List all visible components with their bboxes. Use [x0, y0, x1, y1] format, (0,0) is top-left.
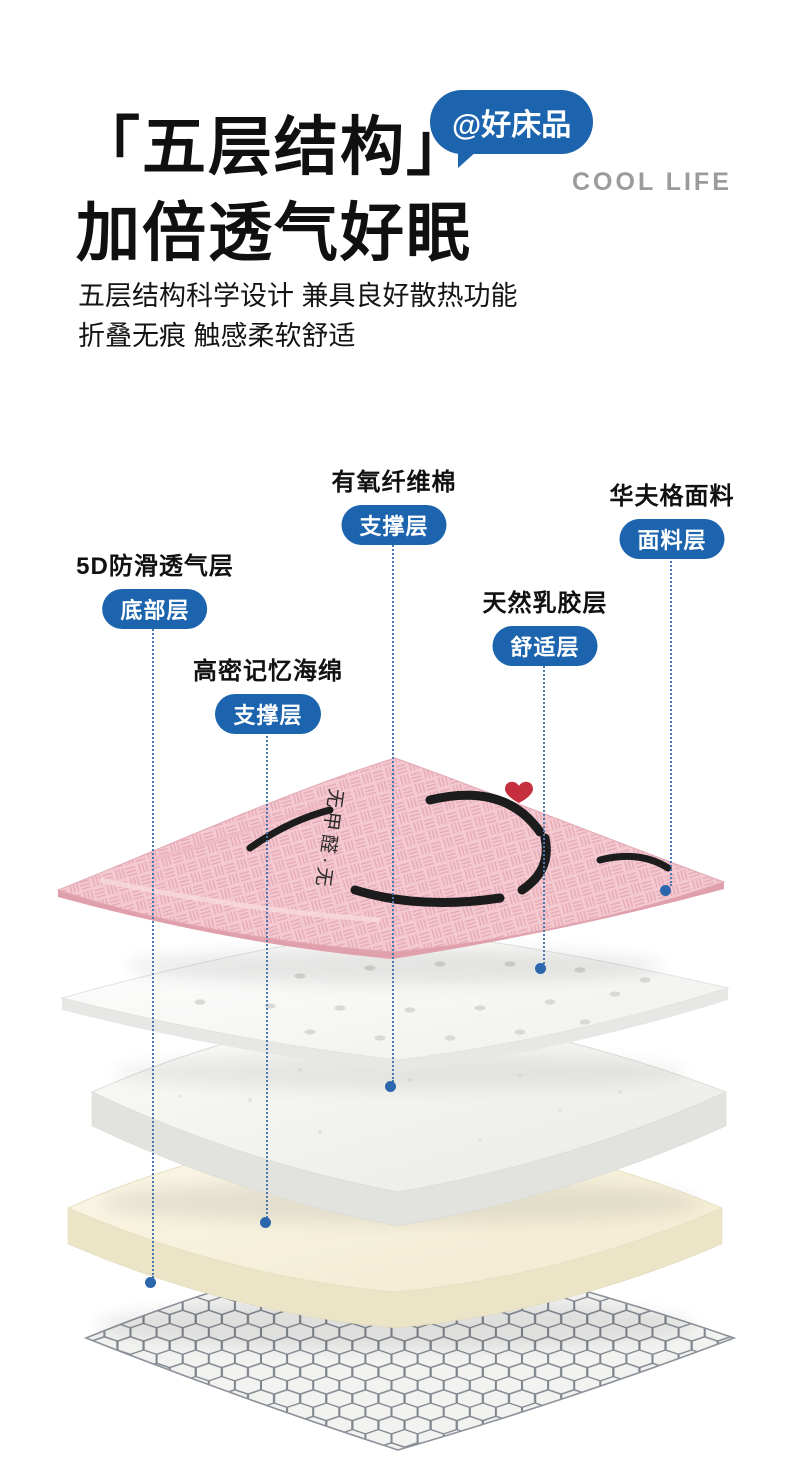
description-line1: 五层结构科学设计 兼具良好散热功能 — [78, 281, 518, 311]
callout-fiber-pill: 支撑层 — [341, 505, 447, 545]
leader-dot-fiber — [385, 1081, 396, 1092]
shadow-under-fabric — [125, 948, 665, 984]
callout-bottom: 5D防滑透气层 底部层 — [76, 546, 234, 629]
callout-memory: 高密记忆海绵 支撑层 — [193, 651, 343, 734]
page-title-line1: 「五层结构」 — [76, 110, 472, 183]
page-title-line2: 加倍透气好眠 — [76, 196, 472, 269]
callout-memory-label: 高密记忆海绵 — [193, 658, 343, 685]
layer-waffle-fabric: 无甲醛·无 — [56, 757, 726, 959]
callout-comfort-label: 天然乳胶层 — [482, 590, 608, 617]
callout-waffle-label: 华夫格面料 — [609, 483, 735, 510]
fabric-heart-logo-icon — [505, 781, 533, 803]
brand-badge-label: @好床品 — [452, 109, 572, 142]
leader-line-waffle — [670, 550, 672, 886]
callout-memory-pill: 支撑层 — [215, 694, 321, 734]
leader-line-fiber — [392, 534, 394, 1082]
fabric-black-print — [246, 790, 672, 907]
product-description: 五层结构科学设计 兼具良好散热功能 折叠无痕 触感柔软舒适 — [78, 276, 518, 356]
leader-dot-bottom — [145, 1277, 156, 1288]
shadow-under-latex — [110, 1054, 690, 1090]
description-line2: 折叠无痕 触感柔软舒适 — [78, 321, 356, 351]
brand-slogan: COOL LIFE — [572, 168, 732, 196]
leader-line-memory — [266, 724, 268, 1218]
leader-line-bottom — [152, 618, 154, 1278]
leader-dot-comfort — [535, 963, 546, 974]
callout-waffle-pill: 面料层 — [619, 519, 725, 559]
callout-bottom-pill: 底部层 — [102, 589, 208, 629]
callout-bottom-label: 5D防滑透气层 — [76, 553, 234, 580]
layer-diagram: 无甲醛·无 — [56, 757, 737, 1451]
callout-waffle: 华夫格面料 面料层 — [610, 476, 735, 559]
callout-fiber: 有氧纤维棉 支撑层 — [332, 462, 457, 545]
leader-dot-waffle — [660, 885, 671, 896]
callout-fiber-label: 有氧纤维棉 — [331, 469, 457, 496]
leader-line-comfort — [543, 654, 545, 964]
leader-dot-memory — [260, 1217, 271, 1228]
callout-comfort: 天然乳胶层 舒适层 — [483, 583, 608, 666]
brand-badge: @好床品 — [430, 90, 594, 168]
callout-comfort-pill: 舒适层 — [492, 626, 598, 666]
